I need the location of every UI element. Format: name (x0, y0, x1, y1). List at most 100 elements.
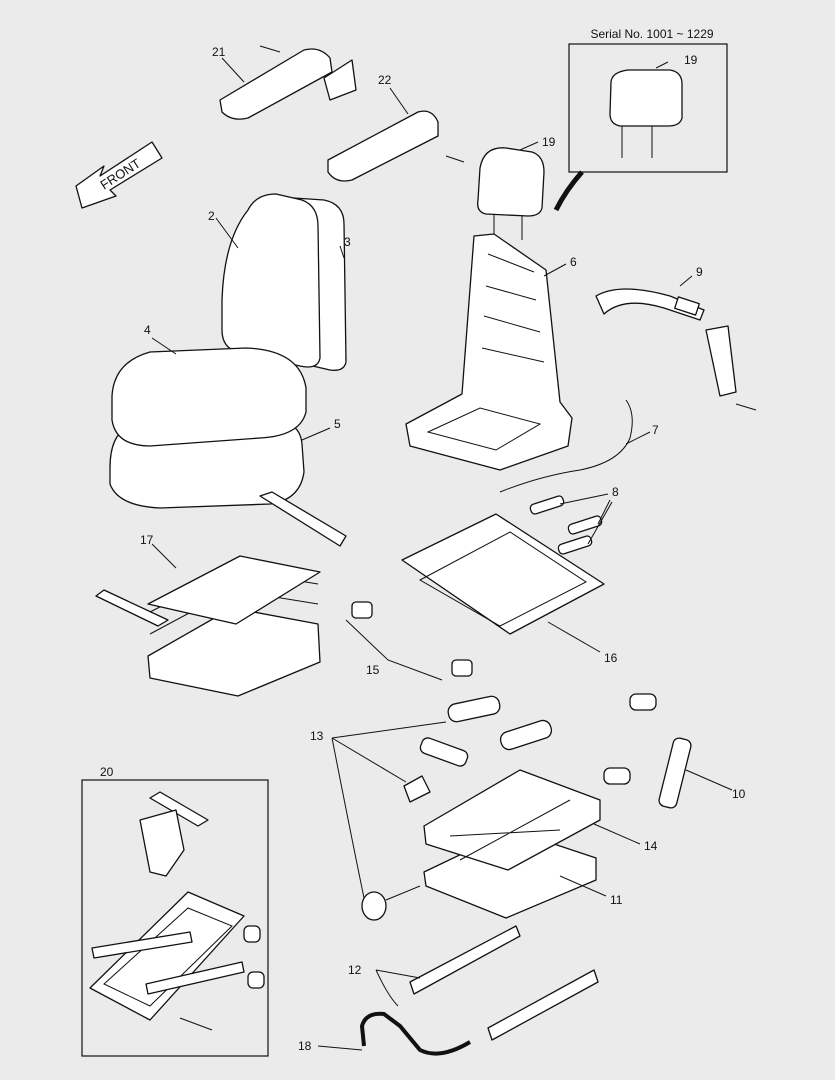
callout-18: 18 (298, 1039, 312, 1053)
seat-frame-shell (405, 233, 573, 471)
slide-frame-inner (418, 531, 587, 627)
armrest-left (219, 48, 333, 120)
leader-13 (331, 721, 447, 899)
backrest-cushion (221, 193, 321, 368)
inset-20-frame (81, 779, 269, 1057)
scissor-arms (449, 799, 571, 861)
leader-8 (559, 493, 613, 545)
seat-frame: 6 (405, 233, 577, 471)
leader-15 (345, 619, 443, 681)
serial-number-label: Serial No. 1001 ~ 1229 (590, 27, 713, 41)
inset-20-tray (89, 891, 245, 1021)
callout-10: 10 (732, 787, 746, 801)
leader-10 (685, 769, 733, 791)
bumpers-15: 15 (345, 601, 473, 681)
bellows-strap-right (259, 491, 347, 547)
inset-20-bracket-top (149, 791, 209, 827)
leader-5 (301, 427, 331, 441)
leader-19b (519, 141, 539, 151)
slide-frame-outline (401, 513, 605, 635)
slide-handle-18 (359, 1011, 472, 1056)
seat-frame-ribs (481, 253, 545, 363)
callout-9: 9 (696, 265, 703, 279)
spring-8b (567, 515, 603, 535)
headrest-19: 19 (477, 135, 556, 240)
callout-22: 22 (378, 73, 392, 87)
leader-19a (655, 61, 669, 69)
serial-inset: Serial No. 1001 ~ 1229 19 (553, 27, 728, 212)
release-cable (499, 399, 633, 493)
leader-9 (679, 275, 693, 287)
slide-rail-left (409, 925, 521, 995)
leader-16 (547, 621, 601, 653)
bellows-top-frame (147, 555, 321, 625)
spring-13a (447, 695, 501, 723)
spring-guide-13 (419, 737, 469, 767)
inset-20-tray-inner (103, 907, 233, 1007)
armrest-left-bracket (323, 59, 357, 101)
callout-6: 6 (570, 255, 577, 269)
callout-16: 16 (604, 651, 618, 665)
callout-15: 15 (366, 663, 380, 677)
scissor-mechanism: 14 11 (361, 769, 658, 921)
leader-12 (375, 969, 421, 1007)
spring-8a (529, 495, 565, 515)
leader-4 (151, 337, 177, 355)
leader-6 (543, 263, 567, 277)
springs-13: 13 (310, 695, 553, 899)
backrest: 2 3 (208, 193, 351, 371)
spring-bracket-13 (403, 775, 431, 803)
leader-3 (339, 245, 345, 259)
callout-11: 11 (610, 893, 623, 907)
callout-13: 13 (310, 729, 324, 743)
spring-8c (557, 535, 593, 555)
callout-8: 8 (612, 485, 619, 499)
height-knob (361, 891, 387, 921)
spring-13b (499, 719, 553, 751)
inset-20-bushing-a (243, 925, 261, 943)
springs-8: 8 (529, 485, 619, 555)
inset-headrest (609, 69, 683, 127)
inset-20-bolt (179, 1017, 213, 1031)
callout-19a: 19 (684, 53, 698, 67)
callout-3: 3 (344, 235, 351, 249)
callout-5: 5 (334, 417, 341, 431)
slide-rail-right (487, 969, 599, 1041)
callout-2: 2 (208, 209, 215, 223)
serial-inset-frame (568, 43, 728, 173)
suspension-bellows: 17 (95, 491, 347, 697)
bellows-strap-left (95, 589, 169, 627)
armrest-22: 22 (327, 73, 465, 182)
bumper-15b (451, 659, 473, 677)
callout-19b: 19 (542, 135, 556, 149)
seat-belt: 9 (595, 265, 757, 411)
seat-belt-latch (674, 296, 700, 316)
seat-cushion: 4 5 (109, 323, 341, 509)
callout-4: 4 (144, 323, 151, 337)
front-arrow-shape (75, 141, 163, 209)
leader-18 (317, 1045, 363, 1051)
leader-17 (151, 543, 177, 569)
shock-mount-lower (603, 767, 631, 785)
shock-absorber: 10 (603, 693, 746, 809)
callout-17: 17 (140, 533, 154, 547)
callout-20: 20 (100, 765, 114, 779)
inset-20: 20 (81, 765, 269, 1057)
inset-20-bushing-b (247, 971, 265, 989)
seat-frame-pan (426, 407, 542, 451)
seat-belt-buckle (705, 325, 737, 397)
leader-22 (389, 87, 409, 115)
front-arrow: FRONT (75, 141, 163, 209)
bumper-15a (351, 601, 373, 619)
leader-14 (593, 823, 641, 845)
leader-2 (215, 217, 239, 249)
scissor-top-14 (423, 769, 601, 871)
leader-7 (625, 431, 651, 445)
inset-20-mount (139, 809, 185, 877)
armrest-left-bolt (259, 45, 281, 53)
inset-20-lever-right (145, 961, 245, 995)
callout-7: 7 (652, 423, 659, 437)
callout-12: 12 (348, 963, 362, 977)
seat-belt-bolt (735, 403, 757, 411)
